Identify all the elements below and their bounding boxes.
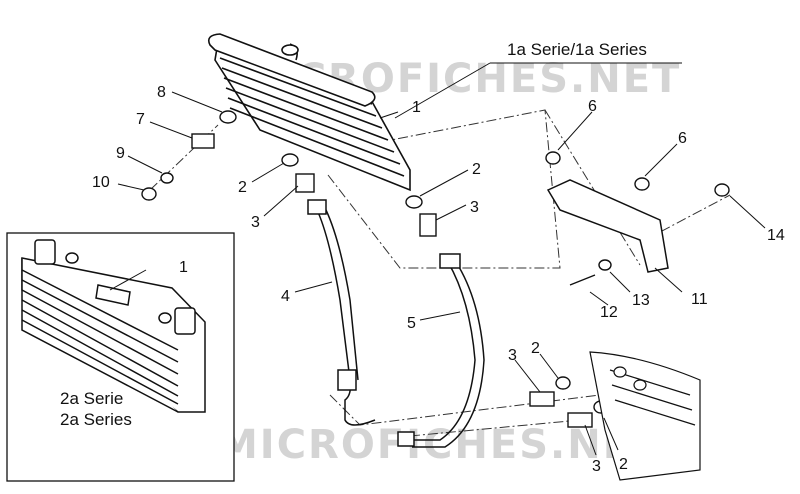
callout-1: 1	[412, 99, 421, 116]
callout-6-b: 6	[678, 130, 687, 147]
series-2a-label: 2a Serie	[60, 389, 123, 408]
callout-2-a: 2	[238, 179, 247, 196]
callout-5: 5	[407, 315, 416, 332]
callouts: 1 1 8 7 9 10 2 3 4 5 2 3 6 6 14 11 13 12…	[92, 84, 785, 475]
callout-11: 11	[691, 291, 708, 308]
callout-13: 13	[632, 292, 650, 309]
oil-hoses	[307, 199, 485, 448]
callout-3-d: 3	[592, 458, 601, 475]
leader-lines	[109, 62, 766, 456]
callout-4: 4	[281, 288, 290, 305]
callout-1-inset: 1	[179, 259, 188, 276]
callout-8: 8	[157, 84, 166, 101]
callout-2-d: 2	[619, 456, 628, 473]
callout-6-a: 6	[588, 98, 597, 115]
callout-3-b: 3	[470, 199, 479, 216]
callout-3-c: 3	[508, 347, 517, 364]
series-1a-label: 1a Serie/1a Series	[507, 40, 647, 59]
inset-2a-series: 2a Serie 2a Series	[6, 232, 235, 482]
callout-7: 7	[136, 111, 145, 128]
bracket-11	[546, 179, 669, 273]
series-2a-label-en: 2a Series	[60, 410, 132, 429]
callout-3-a: 3	[251, 214, 260, 231]
watermark-bottom: MICROFICHES.NET	[218, 422, 661, 468]
fittings-washers	[141, 110, 730, 428]
oil-cooler-1a	[207, 33, 411, 192]
callout-2-c: 2	[531, 340, 540, 357]
callout-2-b: 2	[472, 161, 481, 178]
callout-10: 10	[92, 174, 110, 191]
callout-12: 12	[600, 304, 618, 321]
callout-9: 9	[116, 145, 125, 162]
callout-14: 14	[767, 227, 785, 244]
